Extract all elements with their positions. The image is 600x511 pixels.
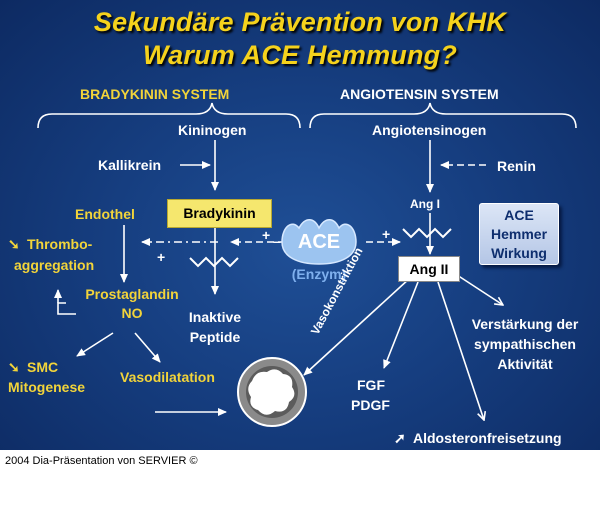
label-fgf: FGF: [357, 377, 385, 393]
aldosteron-up-arrow-icon: ➚: [394, 430, 406, 446]
diagram-arrows: [37, 102, 577, 426]
zigzag-angiotensin: [402, 227, 452, 239]
label-prostaglandin: Prostaglandin: [85, 286, 179, 302]
vessel-lumen: [248, 369, 295, 415]
bradykinin-box: Bradykinin: [167, 199, 272, 228]
brace-angiotensin: [309, 102, 577, 129]
smc-down-arrow-icon: ➘: [8, 359, 20, 375]
label-pdgf: PDGF: [351, 397, 390, 413]
footer-credit: 2004 Dia-Präsentation von SERVIER ©: [5, 455, 198, 467]
label-no: NO: [121, 305, 143, 321]
ace-hemmer-line-3: Wirkung: [491, 245, 547, 261]
label-verstaerkung-2: sympathischen: [474, 336, 576, 352]
label-ang1: Ang I: [410, 197, 440, 211]
label-endothel: Endothel: [75, 206, 135, 222]
brace-bradykinin: [37, 102, 301, 129]
ace-enzyme-shape: [281, 219, 357, 265]
zigzag-bradykinin: [189, 256, 239, 268]
label-thrombo-2: aggregation: [14, 257, 95, 273]
ang2-box: Ang II: [398, 256, 460, 282]
section-bradykinin: BRADYKININ SYSTEM: [80, 86, 230, 102]
label-angiotensinogen: Angiotensinogen: [372, 122, 487, 138]
sign-plus-3: +: [382, 226, 391, 242]
thrombo-down-arrow-icon: ➘: [8, 236, 20, 252]
label-kininogen: Kininogen: [178, 122, 247, 138]
ace-label: ACE: [297, 231, 341, 253]
label-inaktive: Inaktive: [188, 309, 242, 325]
slide: Sekundäre Prävention von KHK Warum ACE H…: [0, 0, 600, 450]
title-line-1: Sekundäre Prävention von KHK: [93, 7, 507, 37]
label-verstaerkung-3: Aktivität: [497, 356, 553, 372]
ace-sub-label: (Enzym): [291, 266, 347, 282]
label-peptide: Peptide: [189, 329, 241, 345]
label-kallikrein: Kallikrein: [98, 157, 162, 173]
label-mitogenese: Mitogenese: [8, 379, 86, 395]
ace-hemmer-box: ACE Hemmer Wirkung: [479, 203, 559, 265]
sign-plus-2: +: [157, 249, 166, 265]
label-renin: Renin: [497, 158, 536, 174]
label-verstaerkung-1: Verstärkung der: [471, 316, 579, 332]
sign-plus-1: +: [262, 227, 271, 243]
label-smc: SMC: [27, 359, 59, 375]
sign-minus: –: [273, 233, 281, 249]
title-line-2: Warum ACE Hemmung?: [142, 40, 458, 70]
label-vasodilatation: Vasodilatation: [120, 369, 215, 385]
label-thrombo-1: Thrombo-: [27, 236, 93, 252]
ace-hemmer-line-1: ACE: [504, 207, 534, 223]
label-aldosteron: Aldosteronfreisetzung: [413, 430, 562, 446]
ace-hemmer-line-2: Hemmer: [490, 226, 548, 242]
section-angiotensin: ANGIOTENSIN SYSTEM: [340, 86, 499, 102]
